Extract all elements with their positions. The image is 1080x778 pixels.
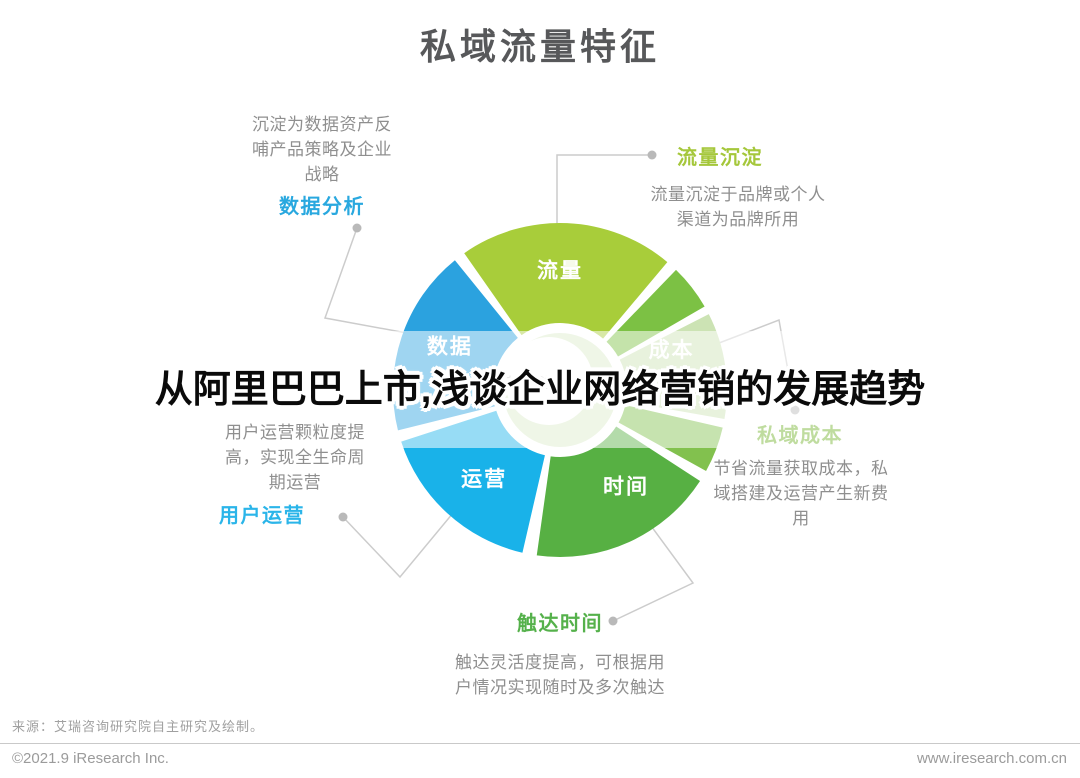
footer-divider xyxy=(0,743,1080,744)
footer-website: www.iresearch.com.cn xyxy=(916,750,1067,767)
chart-segment xyxy=(536,426,701,557)
callout-data-analysis-label: 数据分析 xyxy=(279,196,365,218)
connector-line xyxy=(556,154,652,232)
overlay-title-band xyxy=(0,331,1080,448)
overlay-title: 从阿里巴巴上市,浅谈企业网络营销的发展趋势 xyxy=(154,369,926,411)
callout-reach-time-desc: 触达灵活度提高，可根据用 户情况实现随时及多次触达 xyxy=(455,653,665,697)
callout-user-operation-label: 用户运营 xyxy=(219,505,305,527)
segment-label: 运营 xyxy=(461,467,507,491)
connector-line xyxy=(342,506,459,579)
connector-dot xyxy=(338,512,348,522)
footer-copyright: ©2021.9 iResearch Inc. xyxy=(12,750,169,767)
chart-segment xyxy=(464,223,668,339)
callout-data-analysis-desc: 沉淀为数据资产反 哺产品策略及企业 战略 xyxy=(252,115,392,184)
callout-cost-label: 私域成本 xyxy=(757,425,843,447)
watermark: 艾瑞咨询 xyxy=(505,375,574,392)
segment-label: 时间 xyxy=(603,475,649,498)
callout-reach-time-label: 触达时间 xyxy=(517,613,603,635)
connector-dot xyxy=(647,150,657,160)
page-title: 私域流量特征 xyxy=(419,26,660,67)
footer-source: 来源：艾瑞咨询研究院自主研究及绘制。 xyxy=(12,719,265,734)
callout-traffic-desc: 流量沉淀于品牌或个人 渠道为品牌所用 xyxy=(650,185,826,229)
callout-traffic-label: 流量沉淀 xyxy=(677,147,763,169)
connector-dot xyxy=(608,616,618,626)
connector-dot xyxy=(352,223,362,233)
segment-label: 流量 xyxy=(537,259,583,283)
callout-user-operation-desc: 用户运营颗粒度提 高，实现全生命周 期运营 xyxy=(225,423,365,492)
callout-cost-desc: 节省流量获取成本，私 域搭建及运营产生新费 用 xyxy=(713,459,889,528)
